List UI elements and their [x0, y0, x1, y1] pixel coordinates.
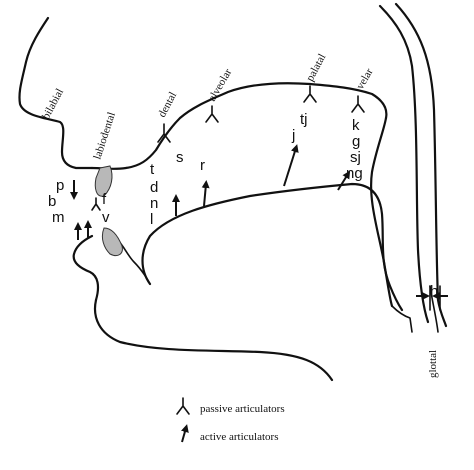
legend-passive-label: passive articulators: [200, 403, 285, 415]
sym-v: v: [102, 209, 110, 226]
sym-d: d: [150, 179, 158, 196]
passive-marker-velar: [351, 95, 365, 113]
legend-active-icon: [181, 424, 189, 443]
legend-active-label: active articulators: [200, 431, 279, 443]
pharynx-back-wall: [378, 4, 430, 324]
sym-r: r: [200, 157, 205, 174]
sym-f: f: [102, 191, 107, 208]
jaw-outline: [93, 298, 334, 382]
sym-sj: sj: [350, 149, 361, 166]
label-velar: velar: [354, 66, 376, 91]
sym-t: t: [150, 161, 155, 178]
label-palatal: palatal: [304, 52, 328, 84]
sym-s: s: [176, 149, 184, 166]
sym-m: m: [52, 209, 65, 226]
sym-p: p: [56, 177, 64, 194]
sym-l: l: [150, 211, 153, 228]
lower-lip: [72, 234, 100, 302]
active-arrow-velar: [337, 170, 351, 191]
sym-j: j: [291, 127, 295, 144]
sym-k: k: [352, 117, 360, 134]
palate-outline: [90, 82, 388, 170]
sym-tj: tj: [300, 111, 308, 128]
sym-ng: ng: [346, 165, 363, 182]
label-glottal: glottal: [427, 350, 439, 378]
passive-marker-labiodental: [91, 197, 101, 211]
upper-incisor: [94, 165, 113, 197]
passive-marker-dental: [157, 123, 171, 143]
sym-g: g: [352, 133, 360, 150]
label-dental: dental: [156, 90, 179, 119]
legend: passive articulators active articulators: [176, 397, 285, 443]
passive-marker-alveolar: [205, 105, 219, 123]
tongue-outline: [141, 182, 404, 312]
velum-outline: [370, 116, 394, 308]
sym-n: n: [150, 195, 158, 212]
lower-incisor: [101, 227, 123, 257]
face-profile-upper: [18, 16, 94, 170]
passive-marker-palatal: [303, 85, 317, 103]
legend-passive-icon: [176, 397, 190, 415]
active-arrow-palatal: [283, 144, 299, 187]
label-alveolar: alveolar: [206, 67, 234, 104]
larynx-line-left: [391, 305, 413, 333]
sym-b: b: [48, 193, 56, 210]
label-bilabial: bilabial: [40, 87, 66, 122]
active-arrow-alveolar: [201, 180, 210, 207]
sym-h: h: [430, 283, 438, 300]
label-labiodental: labiodental: [91, 111, 118, 161]
